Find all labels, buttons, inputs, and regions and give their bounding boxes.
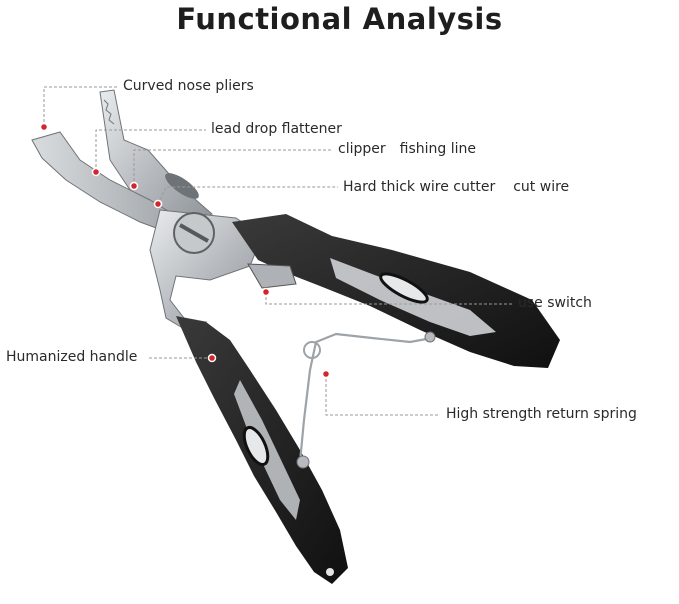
- callout-clipper-fishing-line: clipper fishing line: [338, 141, 476, 158]
- marker-dots: [39, 122, 331, 379]
- callout-fishing-line: fishing line: [399, 141, 476, 157]
- callout-cut-wire: cut wire: [513, 179, 570, 195]
- callout-return-spring: High strength return spring: [446, 406, 637, 422]
- callout-clipper: clipper: [338, 141, 386, 157]
- use-switch-lever: [247, 263, 297, 289]
- page-title: Functional Analysis: [176, 2, 503, 36]
- return-spring: [298, 332, 433, 463]
- callout-lead-drop-flattener: lead drop flattener: [211, 121, 342, 137]
- callout-wire-cutter: Hard thick wire cutter cut wire: [343, 179, 569, 196]
- callout-curved-nose-pliers: Curved nose pliers: [123, 78, 254, 94]
- callout-humanized-handle: Humanized handle: [6, 349, 138, 365]
- callout-hard-thick-wire-cutter: Hard thick wire cutter: [343, 179, 496, 195]
- callout-use-switch: use switch: [518, 295, 592, 311]
